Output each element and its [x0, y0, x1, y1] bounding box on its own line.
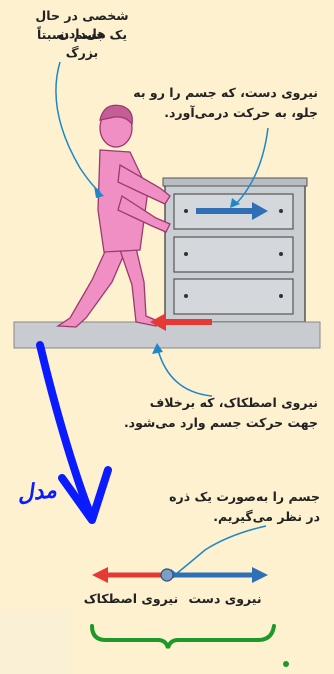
hand-force-caption-line2: جلو، به حرکت درمی‌آورد. — [118, 104, 318, 122]
particle-caption-line2: در نظر می‌گیریم. — [158, 508, 320, 526]
person-pushing — [58, 105, 170, 327]
particle-dot — [161, 569, 173, 581]
particle-friction-label: نیروی اصطکاک — [82, 590, 180, 608]
friction-caption-line1: نیروی اصطکاک، که برخلاف — [108, 394, 318, 412]
green-brace — [92, 626, 274, 648]
friction-caption-line2: جهت حرکت جسم وارد می‌شود. — [108, 414, 318, 432]
particle-hand-force-label: نیروی دست — [178, 590, 272, 608]
particle-caption-line1: جسم را به‌صورت یک ذره — [158, 488, 320, 506]
dresser — [163, 178, 307, 322]
hand-force-caption-line1: نیروی دست، که جسم را رو به — [118, 84, 318, 102]
person-caption-line2: یک جسم نسبتاً بزرگ — [22, 26, 142, 62]
